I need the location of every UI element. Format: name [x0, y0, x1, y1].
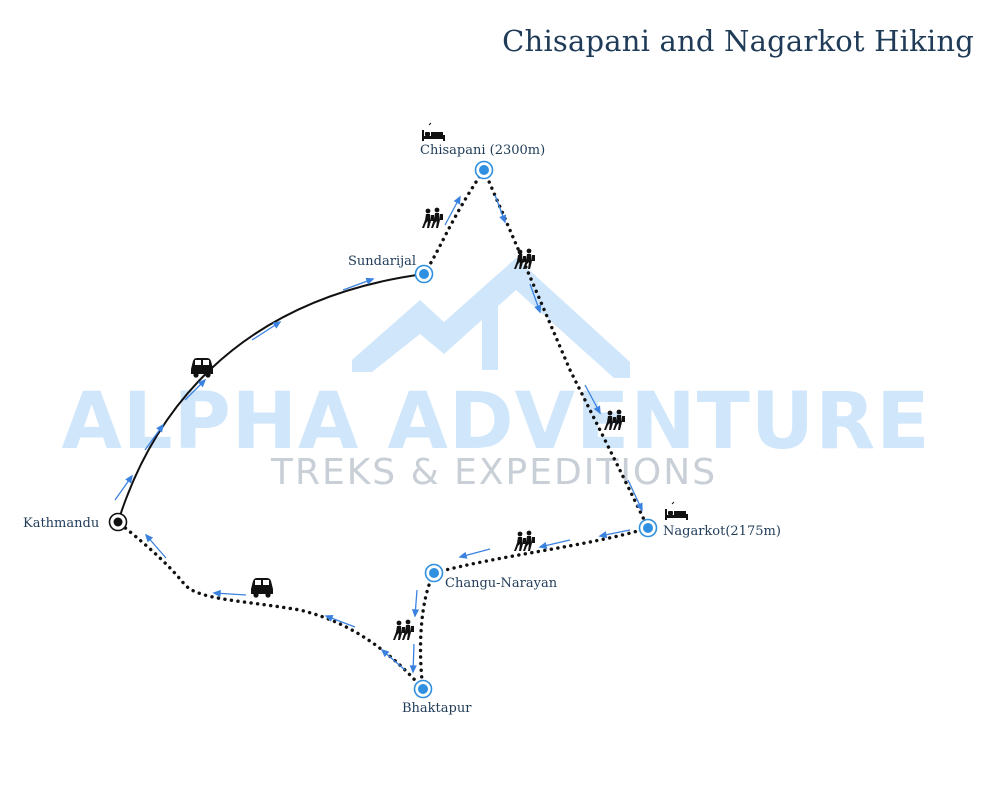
- hike-route-changu-bhaktapur: [418, 571, 436, 691]
- marker-chisapani[interactable]: [474, 160, 494, 180]
- arrowhead: [453, 195, 461, 205]
- car-icon: [251, 578, 273, 598]
- arrowhead: [324, 615, 334, 622]
- marker-kathmandu[interactable]: [108, 512, 128, 532]
- arrowhead: [499, 214, 507, 224]
- arrowhead: [272, 321, 282, 329]
- label-changu-narayan: Changu-Narayan: [445, 576, 558, 591]
- arrowhead: [365, 277, 375, 285]
- arrowhead: [411, 609, 420, 618]
- arrowhead: [197, 378, 207, 388]
- arrowhead: [538, 541, 548, 549]
- hike-route-nagarkot-changu: [432, 526, 650, 575]
- hikers-icon: [514, 248, 535, 269]
- arrowhead: [593, 405, 601, 415]
- label-kathmandu: Kathmandu: [23, 516, 99, 531]
- label-nagarkot: Nagarkot(2175m): [663, 524, 781, 539]
- arrowhead: [598, 531, 608, 539]
- marker-bhaktapur[interactable]: [413, 679, 433, 699]
- arrowhead: [212, 589, 221, 597]
- watermark-tagline: TREKS & EXPEDITIONS: [270, 452, 717, 493]
- direction-arrows: [114, 194, 643, 674]
- watermark: ALPHA ADVENTURE TREKS & EXPEDITIONS: [62, 258, 931, 493]
- watermark-brand: ALPHA ADVENTURE: [62, 377, 931, 467]
- drive-route-bhaktapur-kathmandu: [116, 520, 425, 691]
- hikers-icon: [393, 619, 414, 640]
- marker-nagarkot[interactable]: [638, 518, 658, 538]
- label-chisapani: Chisapani (2300m): [420, 143, 545, 158]
- arrowhead: [125, 474, 133, 484]
- arrowhead: [409, 665, 417, 674]
- marker-changu-narayan[interactable]: [424, 563, 444, 583]
- arrowhead: [534, 304, 542, 314]
- arrowhead: [635, 502, 643, 512]
- bed-icon: [421, 122, 446, 142]
- label-sundarijal: Sundarijal: [348, 254, 416, 269]
- watermark-mountain-logo: [352, 258, 630, 378]
- hikers-icon: [514, 530, 535, 551]
- marker-sundarijal[interactable]: [414, 264, 434, 284]
- car-icon: [191, 358, 213, 378]
- arrowhead: [156, 423, 164, 433]
- map-title: Chisapani and Nagarkot Hiking: [502, 24, 974, 58]
- hike-route-chisapani-nagarkot: [482, 168, 650, 530]
- label-bhaktapur: Bhaktapur: [402, 701, 472, 716]
- arrowhead: [144, 533, 154, 543]
- bed-icon: [664, 501, 689, 521]
- arrowhead: [458, 551, 468, 559]
- arrowhead: [380, 648, 390, 658]
- hikers-icon: [422, 207, 443, 228]
